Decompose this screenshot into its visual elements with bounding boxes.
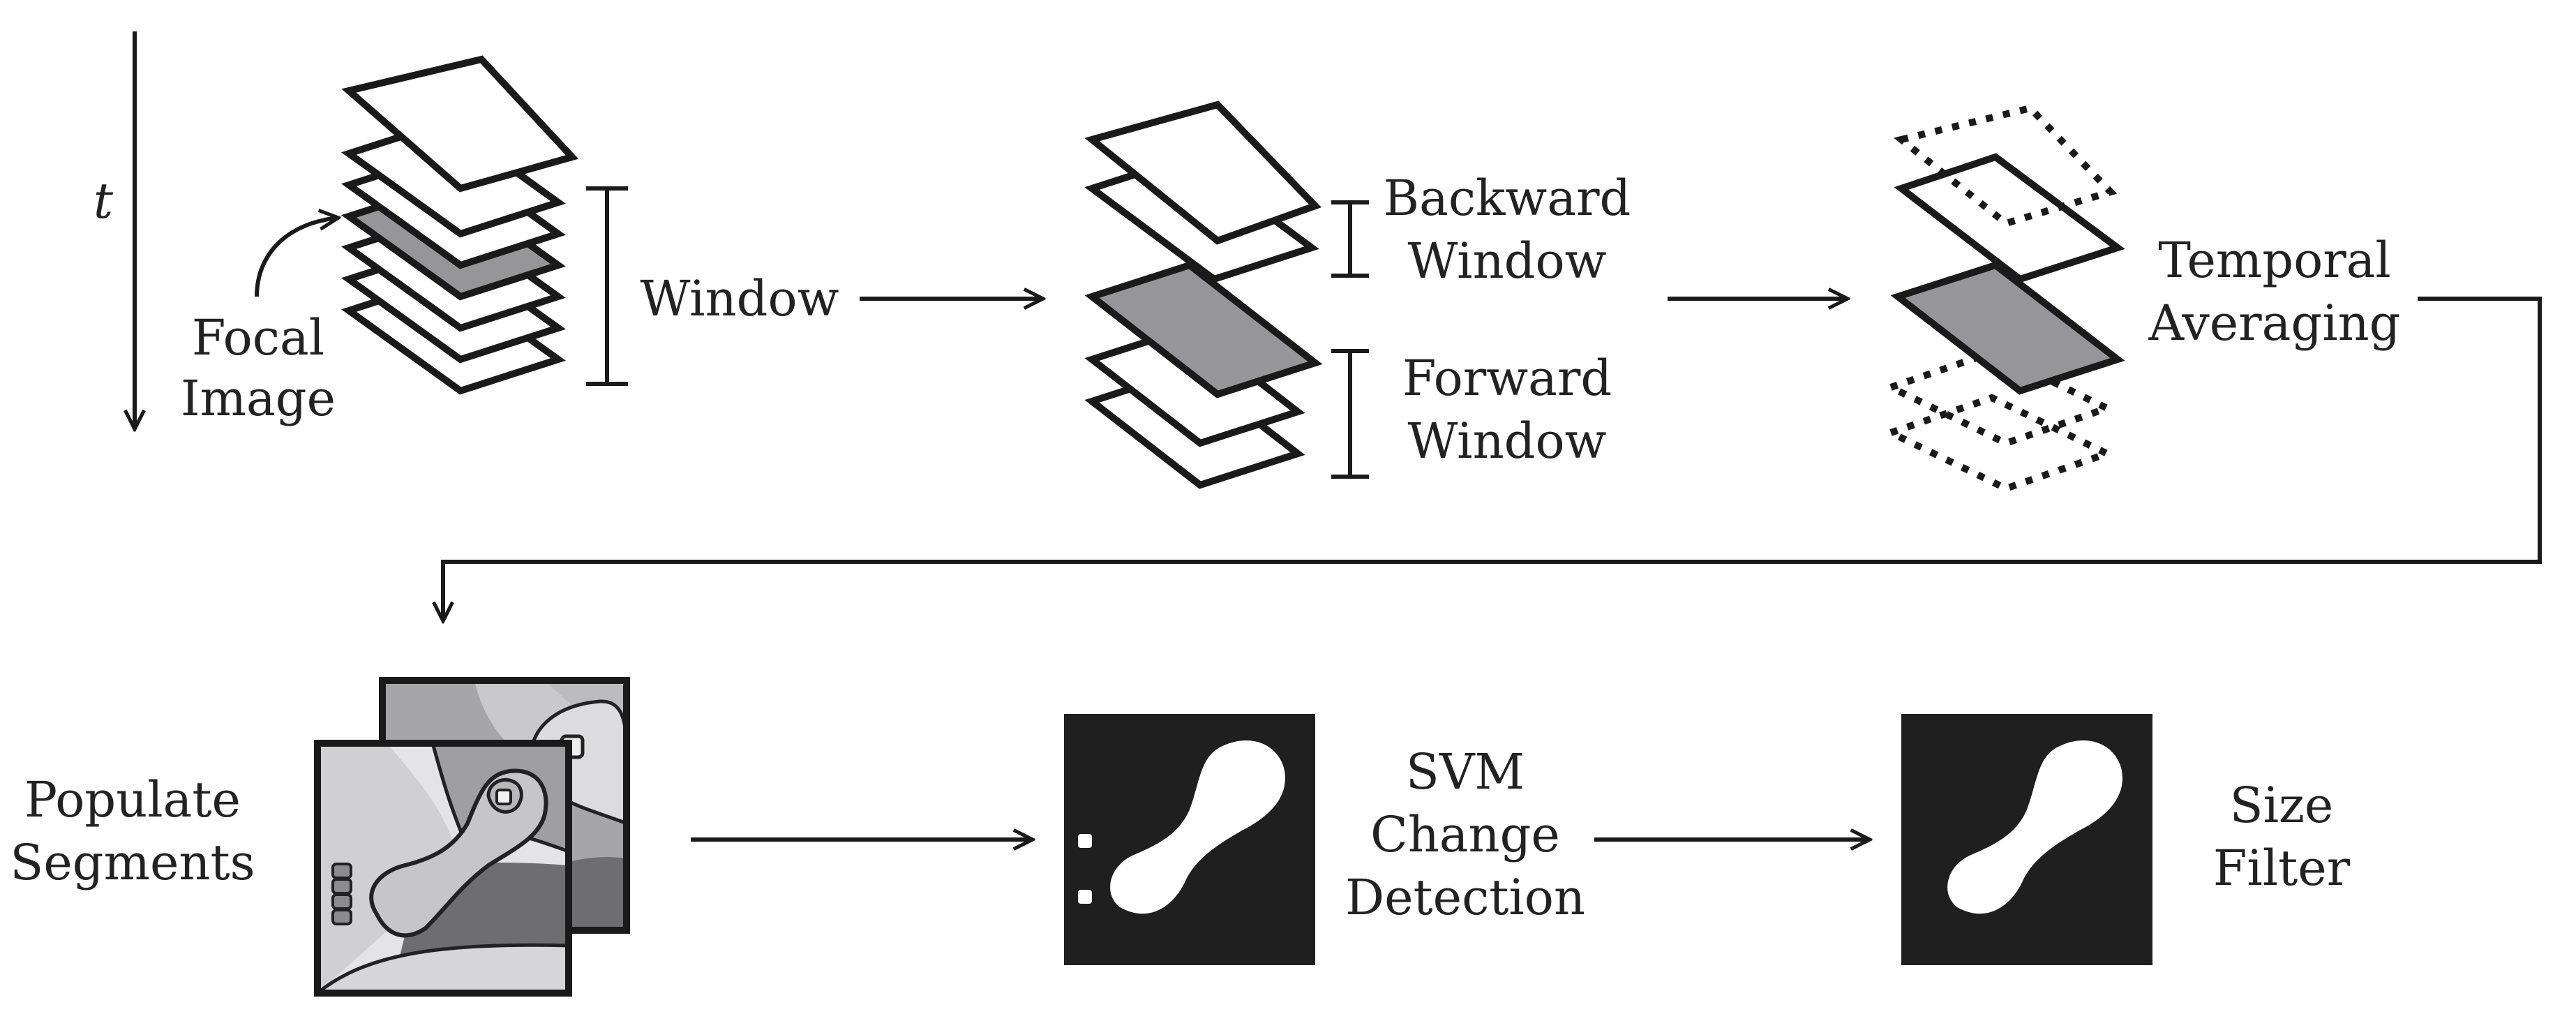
backward-frame-1 xyxy=(1084,100,1321,245)
focal-image-pointer: Focal Image xyxy=(181,218,338,427)
svm-change-mask xyxy=(1064,714,1315,965)
forward-window-label-line1: Forward xyxy=(1402,350,1612,407)
averaged-forward-ghost-1 xyxy=(1881,348,2117,447)
segment-map-front xyxy=(314,740,572,997)
svm-noise-blob-1 xyxy=(1078,834,1092,848)
image-stack xyxy=(341,55,579,395)
size-filter-mask xyxy=(1901,714,2152,965)
forward-window-bracket xyxy=(1331,349,1369,479)
backward-window-bracket xyxy=(1331,200,1369,278)
temporal-averaging-stack xyxy=(1881,104,2125,493)
window-bracket xyxy=(586,186,628,386)
svm-label-line3: Detection xyxy=(1345,869,1585,926)
focal-label-line2: Image xyxy=(181,370,336,427)
svm-label-line1: SVM xyxy=(1406,743,1525,800)
split-window-stack xyxy=(1084,100,1323,489)
svm-change-blob xyxy=(1110,740,1285,914)
averaged-focal-frame xyxy=(1890,261,2125,395)
split-focal-frame xyxy=(1084,261,1323,398)
window-label: Window xyxy=(640,270,839,327)
averaged-backward-ghost xyxy=(1893,104,2118,228)
size-filter-label-line1: Size xyxy=(2230,777,2334,834)
temporal-averaging-label-line2: Averaging xyxy=(2148,295,2401,352)
focal-pointer-arrow xyxy=(255,218,338,297)
row-connector-arrow xyxy=(443,297,2542,621)
time-axis-label: t xyxy=(93,172,114,230)
averaged-backward-frame xyxy=(1894,153,2125,283)
stack-frame-top xyxy=(341,55,579,193)
populate-segments-label-line1: Populate xyxy=(24,771,241,828)
forward-window-label-line2: Window xyxy=(1407,412,1606,470)
svm-label-line2: Change xyxy=(1370,806,1560,863)
svm-noise-blob-2 xyxy=(1078,890,1092,904)
populate-segments-label-line2: Segments xyxy=(10,834,255,891)
time-axis: t xyxy=(93,31,135,429)
focal-label-line1: Focal xyxy=(192,309,324,366)
backward-window-label-line1: Backward xyxy=(1384,170,1631,227)
backward-window-label-line2: Window xyxy=(1407,232,1606,290)
averaged-forward-ghost-2 xyxy=(1881,394,2117,493)
size-filtered-blob xyxy=(1947,740,2122,914)
size-filter-label-line2: Filter xyxy=(2213,840,2351,897)
temporal-averaging-label-line1: Temporal xyxy=(2158,232,2391,289)
